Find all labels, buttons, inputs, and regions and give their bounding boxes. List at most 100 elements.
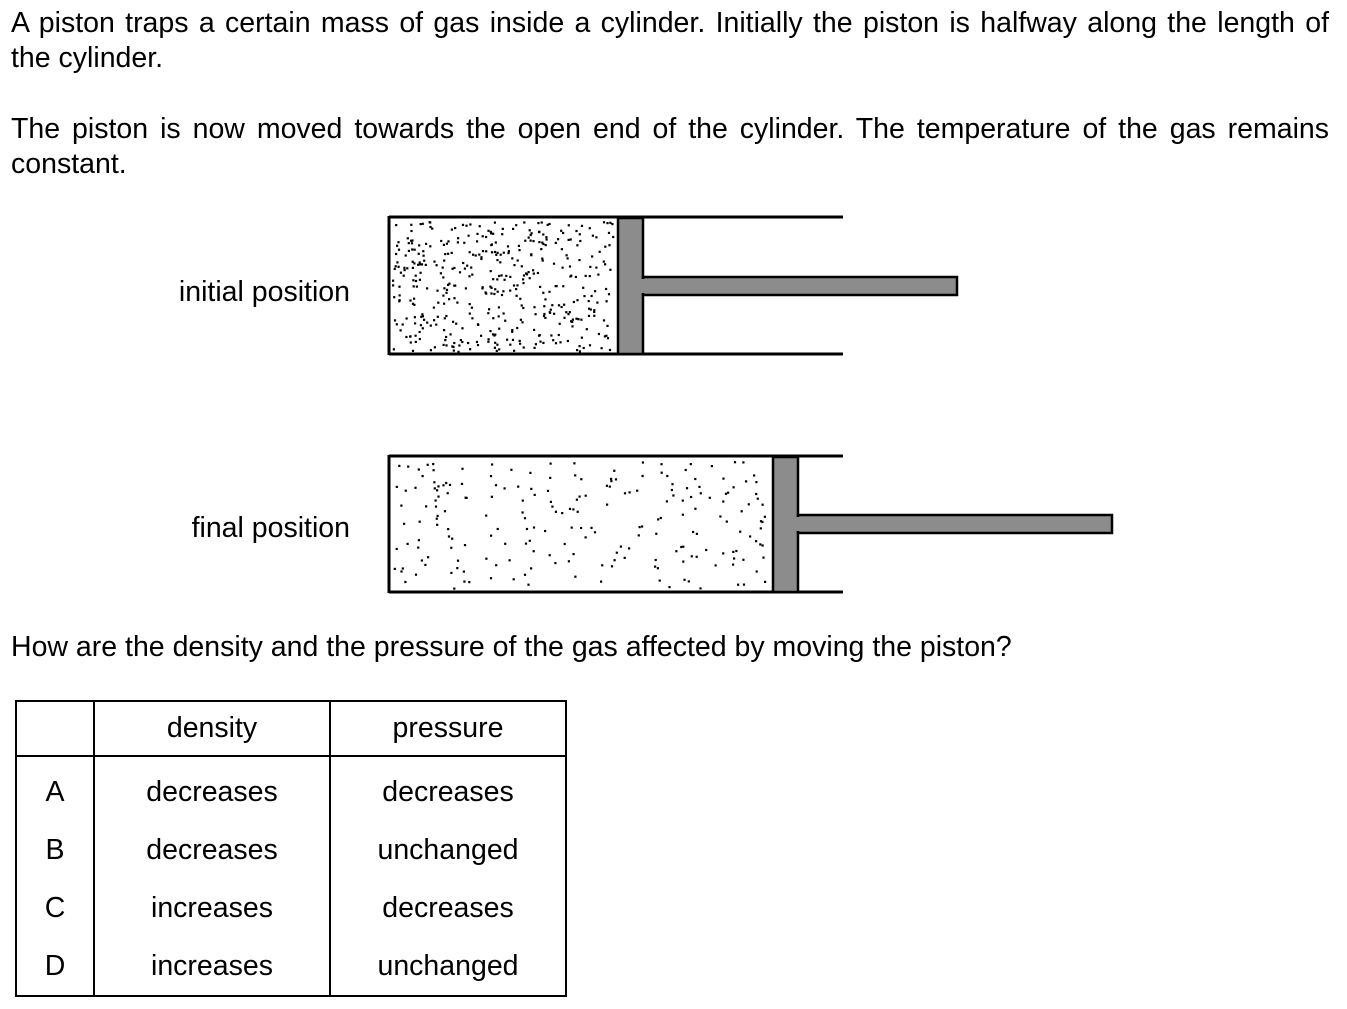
gas-particle xyxy=(515,224,518,227)
gas-particle xyxy=(457,350,460,353)
gas-particle xyxy=(588,307,591,310)
gas-particle xyxy=(714,564,717,567)
gas-particle xyxy=(517,485,520,488)
gas-particle xyxy=(494,484,498,487)
gas-particle xyxy=(489,330,492,333)
gas-particle xyxy=(393,267,396,270)
gas-particle xyxy=(410,242,414,245)
gas-particle xyxy=(602,221,606,224)
option-row-c[interactable]: C increases decreases xyxy=(15,879,567,937)
gas-particle xyxy=(671,483,674,486)
gas-particle xyxy=(393,296,396,299)
gas-particle xyxy=(468,312,471,315)
gas-particle xyxy=(561,512,564,515)
gas-particle xyxy=(753,474,756,477)
gas-particle xyxy=(413,303,416,306)
gas-particle xyxy=(596,301,599,304)
gas-particle xyxy=(411,260,414,263)
gas-particle xyxy=(398,294,401,297)
gas-particle xyxy=(572,300,575,304)
gas-particle xyxy=(492,317,495,320)
gas-particle xyxy=(595,236,598,239)
gas-particle xyxy=(436,289,439,292)
gas-particle xyxy=(512,227,515,230)
gas-particle xyxy=(448,298,451,301)
option-key: A xyxy=(15,756,95,821)
gas-particle xyxy=(761,520,764,524)
gas-particle xyxy=(587,314,591,317)
gas-particle xyxy=(404,580,407,584)
final-gas-particles xyxy=(393,461,767,590)
gas-particle xyxy=(395,252,398,256)
gas-particle xyxy=(432,306,435,309)
gas-particle xyxy=(659,516,662,520)
gas-particle xyxy=(423,318,426,321)
gas-particle xyxy=(533,346,536,349)
gas-particle xyxy=(615,551,618,554)
gas-particle xyxy=(566,257,569,260)
gas-particle xyxy=(494,341,497,344)
gas-particle xyxy=(566,339,569,343)
option-row-b[interactable]: B decreases unchanged xyxy=(15,821,567,879)
gas-particle xyxy=(665,500,668,503)
gas-particle xyxy=(447,240,450,243)
gas-particle xyxy=(517,244,520,247)
gas-particle xyxy=(504,319,507,322)
gas-particle xyxy=(500,274,503,277)
gas-particle xyxy=(456,241,459,244)
gas-particle xyxy=(476,232,479,235)
gas-particle xyxy=(509,289,512,292)
gas-particle xyxy=(431,227,434,230)
gas-particle xyxy=(443,259,446,262)
gas-particle xyxy=(580,526,583,530)
gas-particle xyxy=(608,485,611,488)
gas-particle xyxy=(411,349,415,352)
gas-particle xyxy=(534,313,537,316)
gas-particle xyxy=(747,503,750,506)
gas-particle xyxy=(582,346,585,350)
option-row-d[interactable]: D increases unchanged xyxy=(15,937,567,996)
gas-particle xyxy=(419,271,422,274)
gas-particle xyxy=(532,272,535,275)
option-row-a[interactable]: A decreases decreases xyxy=(15,756,567,821)
gas-particle xyxy=(554,562,557,565)
gas-particle xyxy=(761,544,764,547)
gas-particle xyxy=(478,225,481,228)
gas-particle xyxy=(496,278,499,281)
gas-particle xyxy=(533,328,536,331)
gas-particle xyxy=(563,303,566,306)
gas-particle xyxy=(397,241,400,244)
gas-particle xyxy=(683,578,686,581)
gas-particle xyxy=(578,350,581,353)
gas-particle xyxy=(396,244,399,247)
gas-particle xyxy=(574,275,577,279)
gas-particle xyxy=(490,292,493,295)
gas-particle xyxy=(606,337,610,340)
gas-particle xyxy=(560,229,563,232)
gas-particle xyxy=(411,266,414,269)
gas-particle xyxy=(493,221,496,224)
gas-particle xyxy=(447,528,450,531)
gas-particle xyxy=(675,550,678,553)
gas-particle xyxy=(528,229,531,232)
gas-particle xyxy=(455,322,458,325)
gas-particle xyxy=(452,320,455,323)
gas-particle xyxy=(426,321,429,324)
gas-particle xyxy=(403,266,406,269)
gas-particle xyxy=(498,327,501,330)
gas-particle xyxy=(410,223,413,226)
gas-particle xyxy=(417,263,420,266)
gas-particle xyxy=(666,474,669,478)
gas-particle xyxy=(656,567,659,570)
gas-particle xyxy=(502,290,505,293)
final-piston-join xyxy=(796,517,800,531)
gas-particle xyxy=(453,341,456,345)
gas-particle xyxy=(590,526,593,529)
gas-particle xyxy=(603,335,606,338)
gas-particle xyxy=(442,276,445,279)
gas-particle xyxy=(569,275,572,278)
gas-particle xyxy=(435,323,438,326)
option-pressure: unchanged xyxy=(329,821,567,879)
gas-particle xyxy=(742,583,746,586)
gas-particle xyxy=(462,570,465,573)
